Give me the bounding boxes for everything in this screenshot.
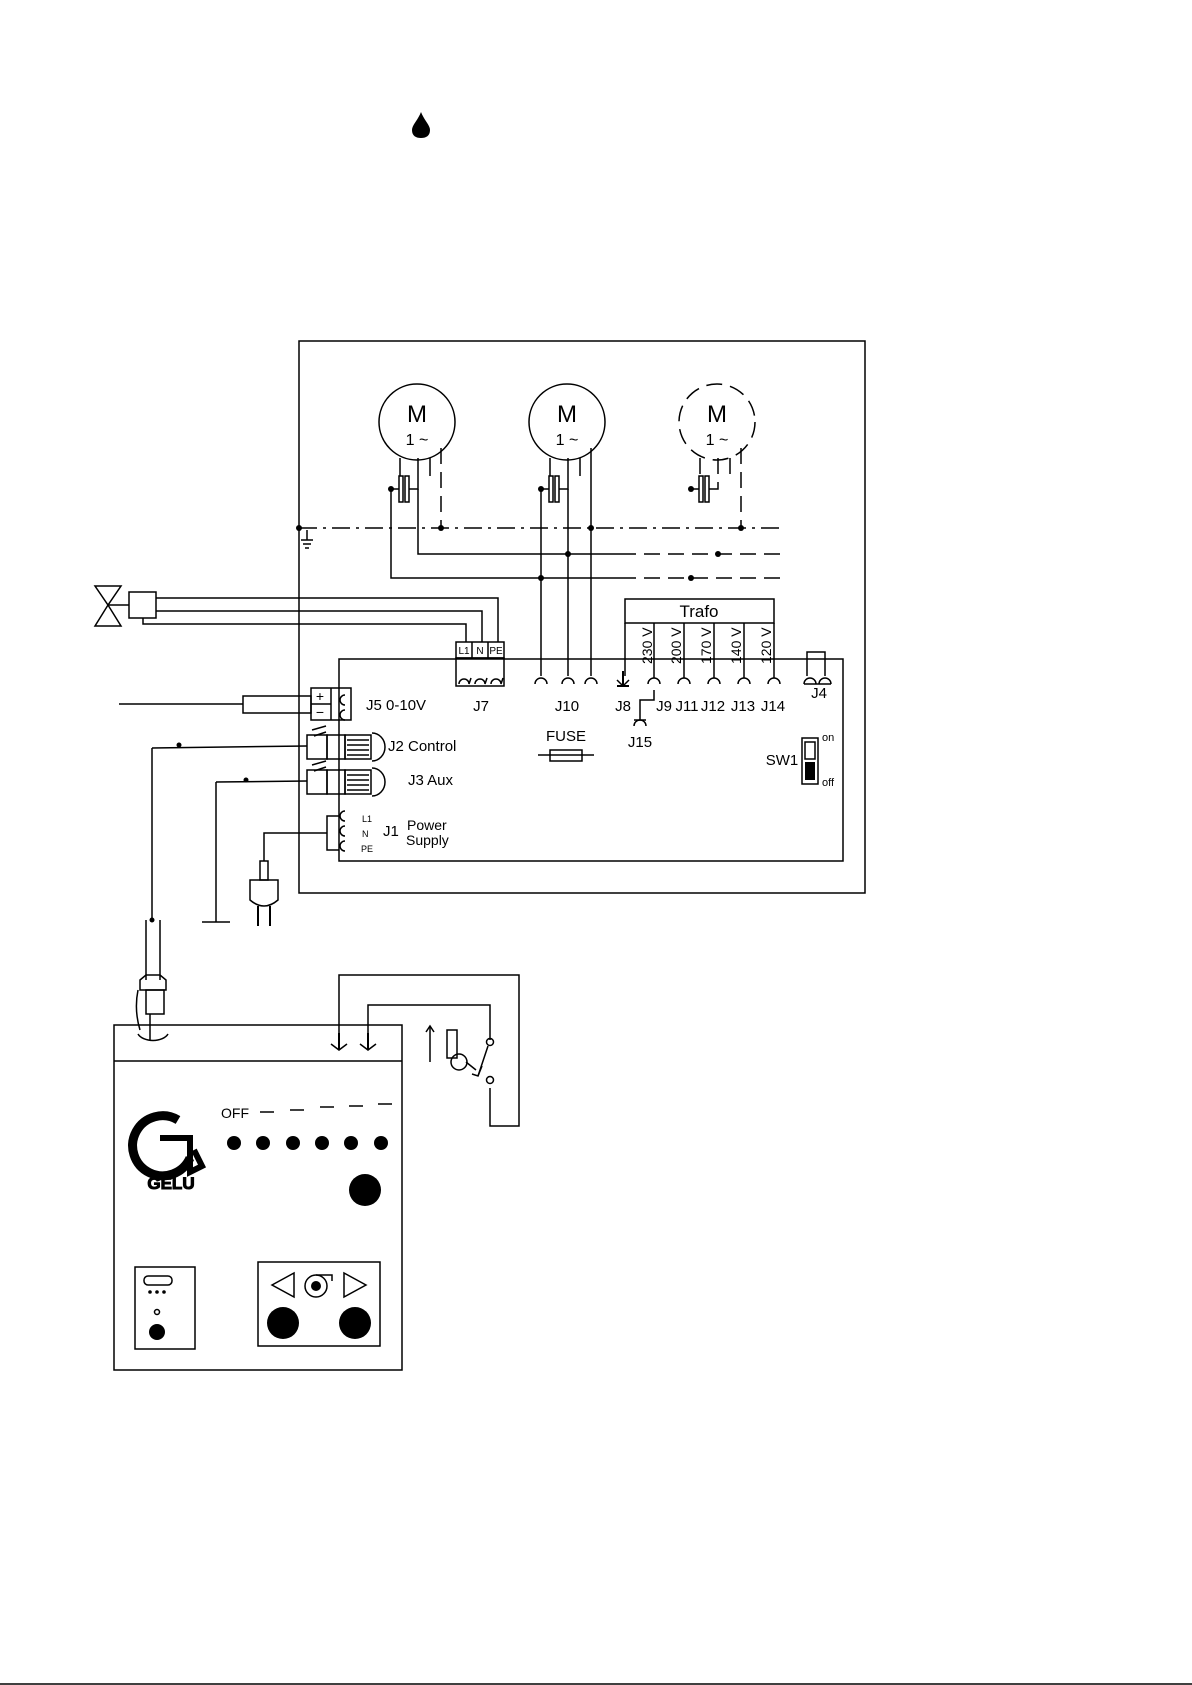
j1-power-label: Power (407, 817, 447, 833)
trafo-tap-120v: 120 V (758, 627, 774, 664)
j2-label: J2 Control (388, 738, 456, 755)
j5-plus-label: + (316, 688, 324, 704)
arrow-left-icon (272, 1273, 294, 1297)
motor-2-phase: 1 ~ (556, 432, 579, 449)
j11-label: J11 (675, 698, 698, 715)
j8-label: J8 (615, 698, 631, 715)
fan-left-button[interactable] (267, 1307, 299, 1339)
motor-1-symbol: M (407, 401, 427, 428)
fuse-label: FUSE (546, 728, 586, 745)
sw1-label: SW1 (766, 752, 799, 769)
gelu-logo: GELU (133, 1116, 202, 1193)
heater-indicator (135, 1267, 195, 1349)
j13-label: J13 (731, 698, 755, 715)
j1-supply-label: Supply (406, 832, 449, 848)
j12-label: J12 (701, 698, 725, 715)
plug-icon (250, 861, 278, 926)
j1-l1-label: L1 (362, 814, 372, 824)
speed-3-button[interactable] (315, 1136, 329, 1150)
j10-label: J10 (555, 698, 579, 715)
trafo-tap-140v: 140 V (728, 627, 744, 664)
motor-3-phase: 1 ~ (706, 432, 729, 449)
speed-5-button[interactable] (374, 1136, 388, 1150)
j7-label: J7 (473, 698, 489, 715)
sw1-on-label: on (822, 732, 834, 744)
j1-label: J1 (383, 823, 399, 840)
trafo-tap-230v: 230 V (639, 627, 655, 664)
speed-off-label: OFF (221, 1105, 249, 1121)
heater-button[interactable] (149, 1324, 165, 1340)
speed-off-button[interactable] (227, 1136, 241, 1150)
j2-connector (307, 726, 385, 761)
j15-label: J15 (628, 734, 652, 751)
j3-connector (307, 761, 385, 796)
j14-label: J14 (761, 698, 785, 715)
gelu-wordmark: GELU (147, 1174, 194, 1193)
j5-label: J5 0-10V (366, 697, 426, 714)
motor-1-phase: 1 ~ (406, 432, 429, 449)
speed-level-symbols (260, 1104, 392, 1112)
trafo-title: Trafo (679, 602, 718, 621)
arrow-right-icon (344, 1273, 366, 1297)
motor-3-symbol: M (707, 401, 727, 428)
trafo-tap-200v: 200 V (668, 627, 684, 664)
fan-right-button[interactable] (339, 1307, 371, 1339)
j7-l1-label: L1 (458, 646, 470, 657)
sw1-off-label: off (822, 777, 835, 789)
motor-3: M 1 ~ (679, 384, 755, 528)
j7-n-label: N (476, 646, 483, 657)
controller-cable-connector (136, 975, 168, 1041)
valve-icon (95, 586, 156, 626)
fan-icon (305, 1275, 332, 1297)
j3-label: J3 Aux (408, 772, 454, 789)
water-drop-icon (412, 112, 430, 138)
heater-icon (144, 1276, 172, 1294)
speed-4-button[interactable] (344, 1136, 358, 1150)
trafo-tap-170v: 170 V (698, 627, 714, 664)
motor-2-symbol: M (557, 401, 577, 428)
ground-icon (301, 530, 313, 548)
j9-label: J9 (656, 698, 672, 715)
thermostat-switch (426, 1026, 494, 1084)
j1-n-label: N (362, 829, 369, 839)
j1-pe-label: PE (361, 844, 373, 854)
fan-direction-panel (258, 1262, 380, 1346)
speed-2-button[interactable] (286, 1136, 300, 1150)
main-knob[interactable] (349, 1174, 381, 1206)
j7-pe-label: PE (489, 646, 503, 657)
unit-housing (299, 341, 865, 893)
speed-1-button[interactable] (256, 1136, 270, 1150)
j4-label: J4 (811, 685, 827, 702)
j5-minus-label: − (316, 704, 324, 720)
